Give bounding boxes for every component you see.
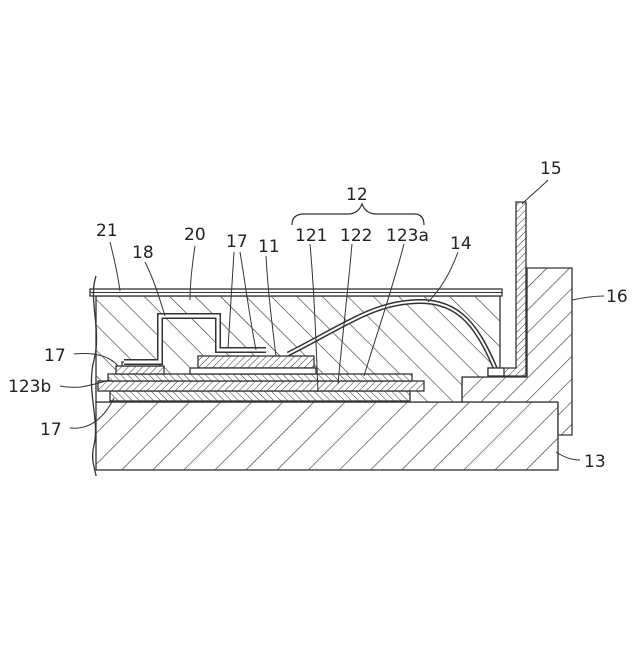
label-122: 122: [340, 226, 372, 246]
label-123b: 123b: [8, 377, 51, 397]
terminal-15-pad: [488, 368, 504, 376]
label-12: 12: [346, 185, 368, 205]
leader-13: [556, 452, 580, 460]
layer-123b: [110, 391, 410, 401]
label-17-left: 17: [44, 346, 66, 366]
leader-15: [522, 180, 548, 204]
chip-11-bond-layer: [190, 368, 316, 374]
label-15: 15: [540, 159, 562, 179]
chip-11: [198, 356, 314, 368]
label-16: 16: [606, 287, 628, 307]
label-14: 14: [450, 234, 472, 254]
layer-123a: [108, 374, 412, 381]
layer-122: [98, 381, 424, 391]
label-11: 11: [258, 237, 280, 257]
label-123a: 123a: [386, 226, 429, 246]
label-17-top: 17: [226, 232, 248, 252]
label-20: 20: [184, 225, 206, 245]
label-13: 13: [584, 452, 606, 472]
label-17-bottom: 17: [40, 420, 62, 440]
label-18: 18: [132, 243, 154, 263]
leader-16: [572, 296, 604, 300]
base-13: [96, 402, 558, 470]
pad-17-left: [116, 366, 164, 374]
leader-21: [110, 242, 120, 291]
label-121: 121: [295, 226, 327, 246]
brace-12: [292, 204, 424, 225]
label-21: 21: [96, 221, 118, 241]
